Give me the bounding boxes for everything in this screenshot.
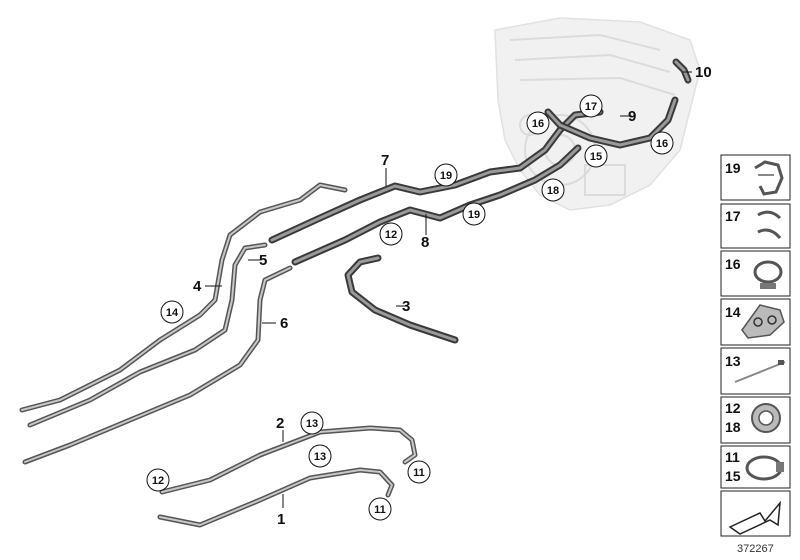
svg-text:12: 12 (725, 400, 741, 416)
pipe-1 (157, 467, 395, 528)
svg-text:16: 16 (725, 256, 741, 272)
pipe-6 (22, 265, 293, 465)
label-2: 2 (276, 415, 284, 432)
fitting-10 (672, 58, 692, 84)
callout-18: 18 (541, 178, 565, 202)
svg-text:12: 12 (152, 475, 164, 487)
svg-text:16: 16 (532, 118, 544, 130)
svg-text:14: 14 (725, 304, 741, 320)
svg-text:14: 14 (166, 307, 179, 319)
callout-19b: 19 (462, 202, 486, 226)
svg-text:13: 13 (306, 418, 318, 430)
pipe-5 (27, 242, 268, 428)
legend-item-11-15: 11 15 (720, 445, 791, 489)
hose-8 (291, 144, 582, 266)
callout-13a: 13 (300, 411, 324, 435)
callout-17: 17 (579, 94, 603, 118)
callout-13b: 13 (308, 444, 332, 468)
label-6: 6 (280, 315, 288, 332)
callout-16a: 16 (526, 111, 550, 135)
svg-text:19: 19 (440, 170, 452, 182)
hose-3 (344, 254, 459, 344)
callout-19a: 19 (434, 163, 458, 187)
hose-9 (544, 96, 679, 149)
pipe-4 (19, 182, 348, 413)
callout-16b: 16 (650, 131, 674, 155)
svg-text:11: 11 (374, 504, 386, 516)
legend-item-14: 14 (720, 298, 791, 346)
label-10: 10 (695, 64, 712, 81)
label-4: 4 (193, 278, 202, 295)
label-1: 1 (277, 511, 285, 528)
callout-12a: 12 (379, 222, 403, 246)
svg-text:11: 11 (725, 449, 740, 465)
svg-text:15: 15 (725, 468, 741, 484)
label-8: 8 (421, 234, 429, 251)
svg-text:13: 13 (725, 353, 741, 369)
leader-lines (205, 71, 692, 508)
label-3: 3 (402, 298, 410, 315)
svg-text:13: 13 (314, 451, 326, 463)
reference-number: 372267 (737, 543, 774, 555)
callout-15: 15 (584, 144, 608, 168)
svg-text:17: 17 (585, 101, 597, 113)
callout-14: 14 (160, 300, 184, 324)
label-5: 5 (259, 252, 267, 269)
legend-item-16: 16 (720, 250, 791, 297)
callout-11a: 11 (407, 460, 431, 484)
legend-item-13: 13 (720, 347, 791, 395)
svg-text:19: 19 (725, 160, 741, 176)
svg-text:19: 19 (468, 209, 480, 221)
legend-panel: 19 17 16 14 13 (720, 154, 791, 537)
svg-text:11: 11 (413, 467, 425, 479)
callout-11b: 11 (368, 497, 392, 521)
svg-text:18: 18 (725, 419, 741, 435)
legend-item-17: 17 (720, 203, 791, 249)
callout-12b: 12 (146, 468, 170, 492)
legend-item-19: 19 (720, 154, 791, 201)
label-9: 9 (628, 108, 636, 125)
legend-item-12-18: 12 18 (720, 396, 791, 444)
svg-text:18: 18 (547, 185, 559, 197)
label-7: 7 (381, 152, 389, 169)
svg-text:17: 17 (725, 208, 741, 224)
pipe-2 (159, 425, 418, 495)
arrow-icon (720, 490, 791, 537)
svg-text:12: 12 (385, 229, 397, 241)
svg-text:15: 15 (590, 151, 602, 163)
svg-text:16: 16 (656, 138, 668, 150)
